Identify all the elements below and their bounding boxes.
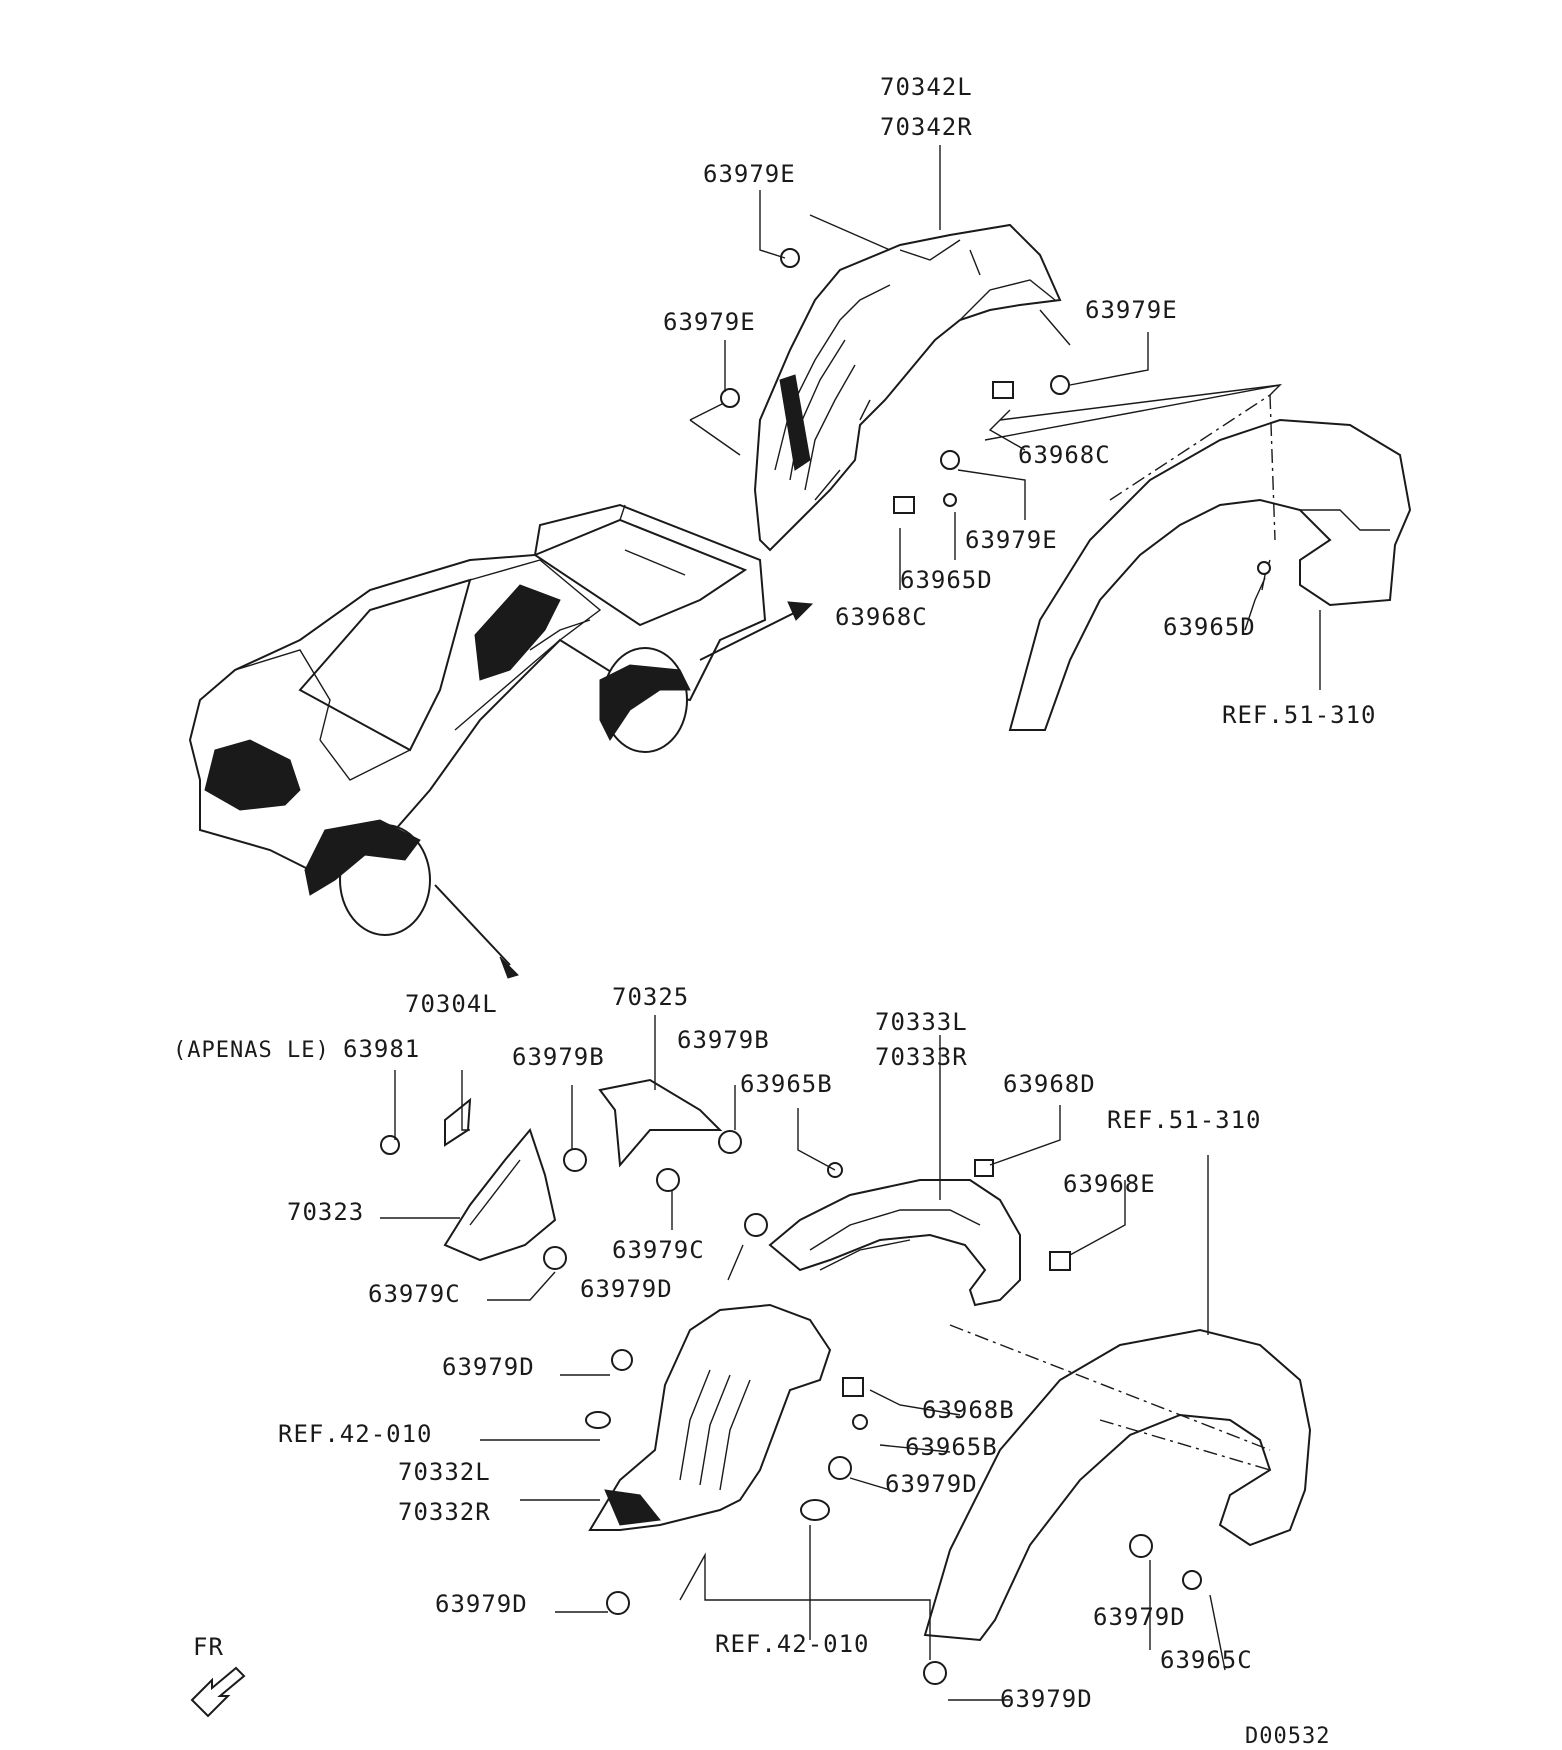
label-63979d-f: 63979D	[1000, 1685, 1093, 1713]
label-63968d: 63968D	[1003, 1070, 1096, 1098]
label-70304l: 70304L	[405, 990, 498, 1018]
label-70342l: 70342L	[880, 73, 973, 101]
label-63968c-right: 63968C	[1018, 441, 1111, 469]
label-70342r: 70342R	[880, 113, 973, 141]
label-70333l: 70333L	[875, 1008, 968, 1036]
part-labels: 70342L 70342R 63979E 63979E 63979E 63968…	[173, 73, 1377, 1749]
front-wheelhouse-liner-lower	[588, 1303, 832, 1531]
label-70332l: 70332L	[398, 1458, 491, 1486]
label-63968b: 63968B	[922, 1396, 1015, 1424]
front-fender-flare	[923, 1324, 1312, 1642]
label-ref-42-010-a: REF.42-010	[278, 1420, 433, 1448]
label-apenas-le: (APENAS LE)	[173, 1038, 330, 1063]
label-63979c-left: 63979C	[368, 1280, 461, 1308]
rear-wheelhouse-liner	[689, 214, 1283, 552]
fasteners	[380, 248, 1271, 1685]
label-63979b-left: 63979B	[512, 1043, 605, 1071]
label-63965b-top: 63965B	[740, 1070, 833, 1098]
label-63979e-left: 63979E	[663, 308, 756, 336]
label-63979c-mid: 63979C	[612, 1236, 705, 1264]
front-wheelhouse-liner-upper	[768, 1179, 1021, 1307]
label-63965b-low: 63965B	[905, 1433, 998, 1461]
label-63965d-right: 63965D	[1163, 613, 1256, 641]
label-63979d-b: 63979D	[442, 1353, 535, 1381]
leader-lines	[380, 145, 1321, 1701]
label-ref-51-310-bottom: REF.51-310	[1107, 1106, 1262, 1134]
label-63979d-c: 63979D	[885, 1470, 978, 1498]
label-63968e: 63968E	[1063, 1170, 1156, 1198]
label-70325: 70325	[612, 983, 689, 1011]
label-63981: 63981	[343, 1035, 420, 1063]
label-70332r: 70332R	[398, 1498, 491, 1526]
pickup-truck-illustration	[188, 503, 814, 979]
label-70333r: 70333R	[875, 1043, 968, 1071]
label-fr: FR	[193, 1633, 224, 1661]
bracket-70304	[444, 1097, 472, 1147]
label-63968c-left: 63968C	[835, 603, 928, 631]
label-63965d-mid: 63965D	[900, 566, 993, 594]
label-63979d-e: 63979D	[1093, 1603, 1186, 1631]
shield-70323	[443, 1127, 557, 1262]
label-ref-51-310-top: REF.51-310	[1222, 701, 1377, 729]
fr-direction-arrow	[190, 1666, 246, 1718]
label-70323: 70323	[287, 1198, 364, 1226]
label-63965c: 63965C	[1160, 1646, 1253, 1674]
label-63979b-right: 63979B	[677, 1026, 770, 1054]
label-63979e-right: 63979E	[1085, 296, 1178, 324]
label-diagram-code: D00532	[1245, 1724, 1330, 1749]
label-63979e-mid: 63979E	[965, 526, 1058, 554]
label-63979d-a: 63979D	[580, 1275, 673, 1303]
label-63979e-top: 63979E	[703, 160, 796, 188]
cover-70325	[598, 1078, 723, 1168]
label-63979d-d: 63979D	[435, 1590, 528, 1618]
label-ref-42-010-b: REF.42-010	[715, 1630, 870, 1658]
